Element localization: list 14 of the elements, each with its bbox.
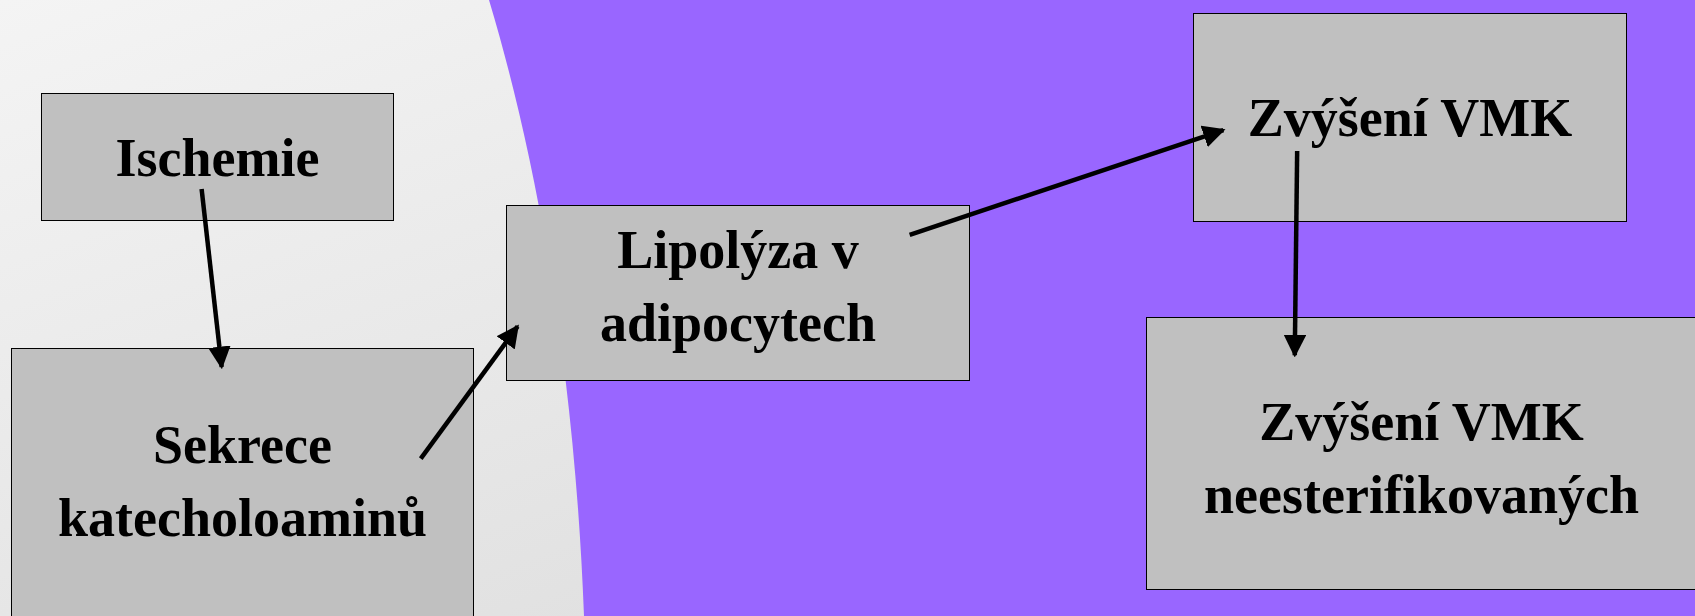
arrow (418, 324, 520, 461)
process-box (1146, 317, 1695, 590)
box-label: Ischemie (115, 127, 320, 190)
process-box (11, 348, 474, 616)
box-label: Zvýšení VMK (1247, 87, 1573, 150)
arrow (1283, 150, 1307, 358)
box-label: Lipolýza v adipocytech (599, 219, 877, 355)
process-box (506, 205, 970, 381)
box-label: Sekrece katecholoaminů (56, 414, 428, 550)
process-box (1193, 13, 1627, 222)
box-label: Zvýšení VMK neesterifikovaných (1203, 391, 1640, 527)
arrow (908, 125, 1226, 238)
process-box (41, 93, 394, 221)
arrow (199, 188, 231, 370)
